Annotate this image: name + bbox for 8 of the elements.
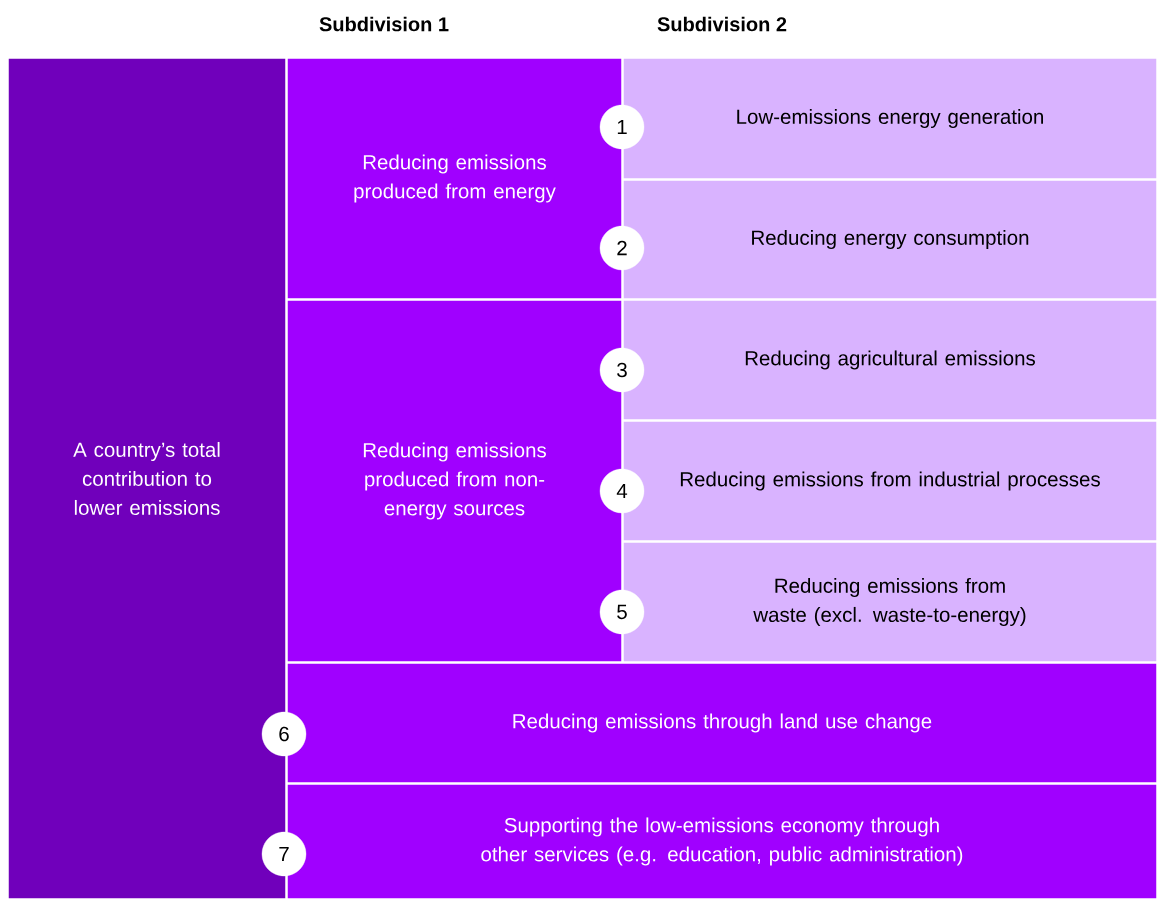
node-label: Reducing energy consumption	[752, 229, 1029, 250]
node-label: Low-emissions energy generation	[737, 108, 1043, 129]
column-heading: Subdivision 2	[657, 16, 787, 32]
column-heading: Subdivision 1	[319, 16, 449, 32]
node-label: Reducing emissions from waste (excl. waste-to-energy)	[753, 577, 1026, 627]
node-label: Reducing emissions from industrial processes	[680, 471, 1100, 491]
node-label: Reducing emissions through land use change	[513, 713, 932, 733]
node-label: Reducing agricultural emissions	[745, 350, 1036, 370]
